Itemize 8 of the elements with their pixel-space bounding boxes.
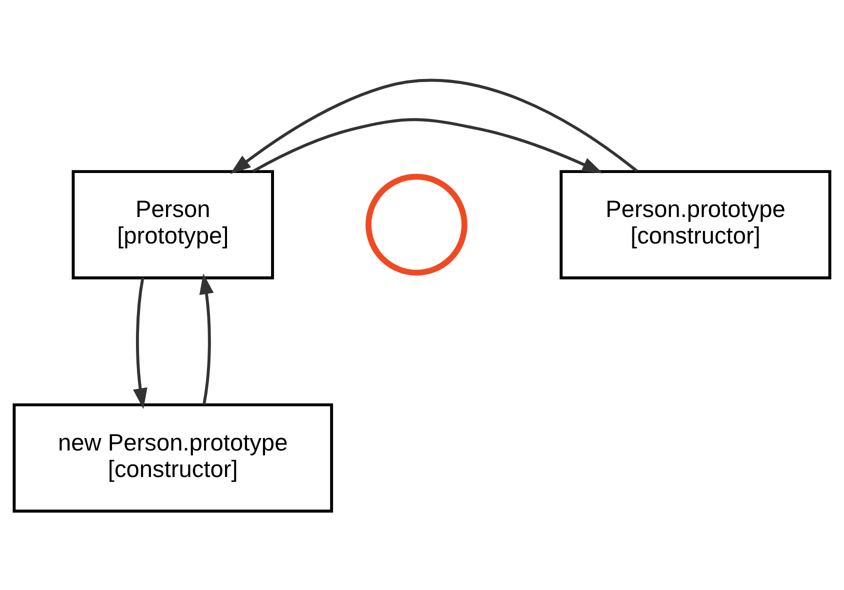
node-circle — [366, 173, 468, 276]
arrow — [133, 277, 148, 408]
node-box: new Person.prototype [constructor] — [12, 402, 334, 512]
arrow — [230, 78, 638, 174]
arrow — [199, 272, 214, 404]
node-box: Person.prototype [constructor] — [560, 170, 832, 279]
node-box: Person [prototype] — [72, 170, 274, 279]
arrow — [252, 118, 603, 173]
